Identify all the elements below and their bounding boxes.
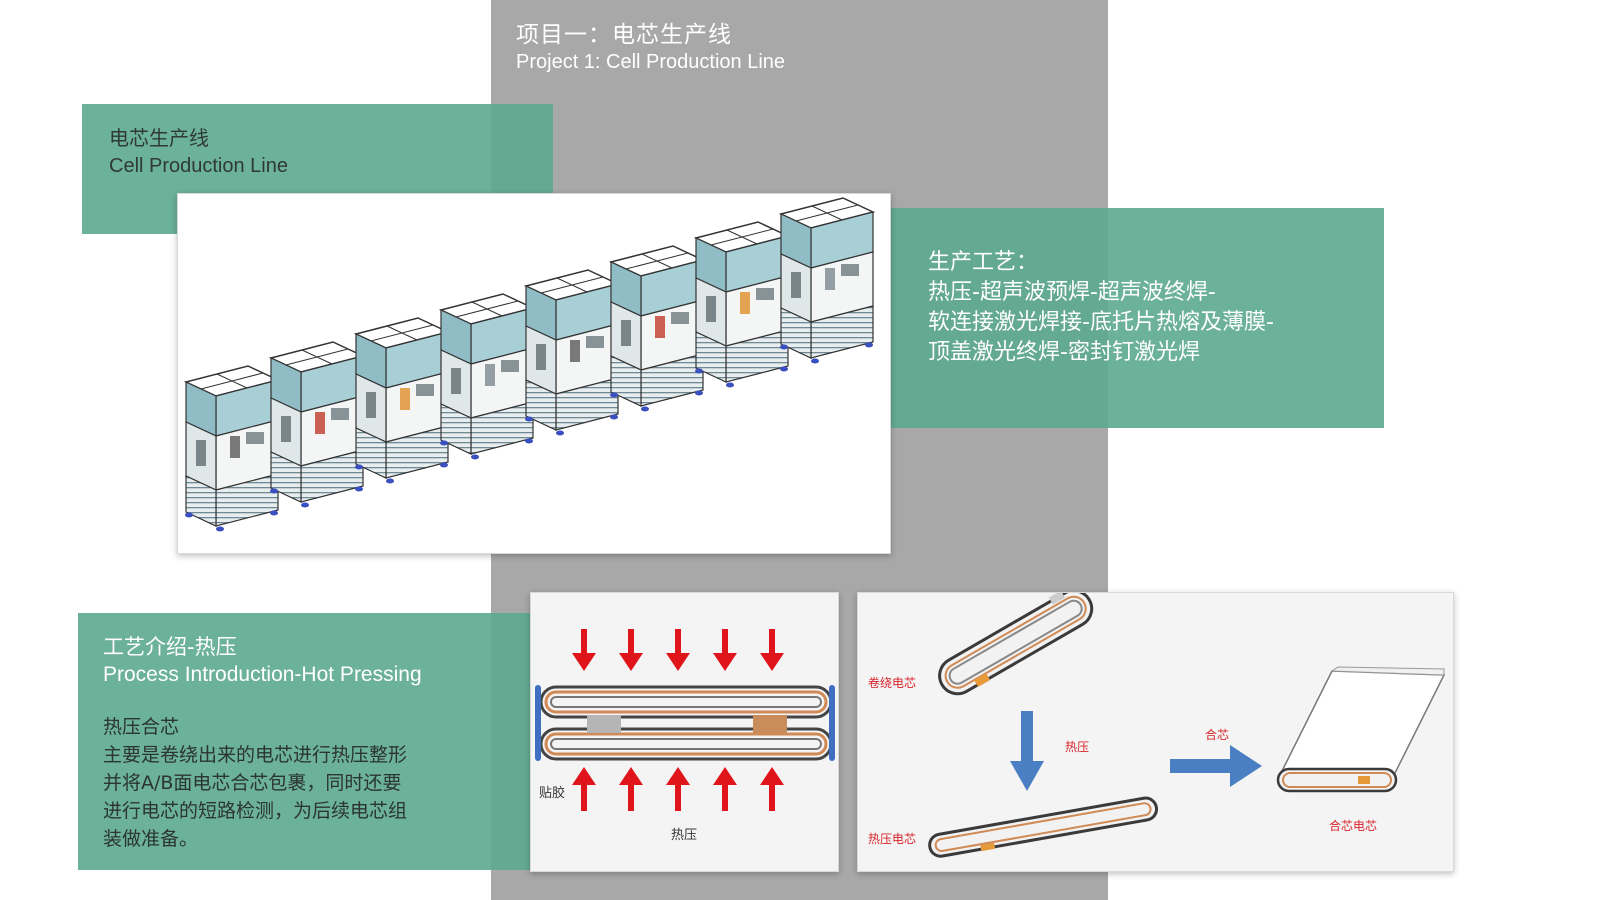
intro-line: 进行电芯的短路检测，为后续电芯组 — [103, 800, 408, 822]
machine-station — [693, 221, 791, 388]
project-title-en: Project 1: Cell Production Line — [516, 51, 786, 73]
cell-line-title-en: Cell Production Line — [109, 155, 288, 177]
pressed-cell-image — [928, 796, 1159, 858]
merge-label: 合芯 — [1205, 727, 1229, 742]
glue-label: 贴胶 — [539, 785, 565, 801]
wound-cell-label: 卷绕电芯 — [868, 675, 916, 690]
merged-cell-image — [1276, 666, 1446, 793]
intro-line: 主要是卷绕出来的电芯进行热压整形 — [103, 744, 408, 766]
wound-cell-image — [938, 589, 1094, 696]
merged-cell-label: 合芯电芯 — [1329, 818, 1377, 833]
production-process-panel: 生产工艺： 热压-超声波预焊-超声波终焊- 软连接激光焊接-底托片热熔及薄膜- … — [888, 208, 1384, 428]
intro-line: 装做准备。 — [103, 828, 199, 850]
cell-layers — [535, 685, 835, 761]
machine-station — [268, 341, 366, 508]
machine-station — [523, 269, 621, 436]
right-arrow-icon — [1170, 745, 1262, 787]
machine-station — [183, 365, 281, 532]
intro-body: 热压合芯 主要是卷绕出来的电芯进行热压整形 并将A/B面电芯合芯包裹，同时还要 … — [103, 713, 523, 853]
project-title: 项目一：电芯生产线 Project 1: Cell Production Lin… — [516, 20, 785, 74]
intro-line: 并将A/B面电芯合芯包裹，同时还要 — [103, 772, 402, 794]
machine-station — [438, 293, 536, 460]
production-line-image — [177, 193, 891, 554]
down-arrow-icon — [760, 629, 784, 671]
machine-station — [608, 245, 706, 412]
machine-station — [353, 317, 451, 484]
pressed-cell-label: 热压电芯 — [868, 832, 916, 846]
up-arrow-icon — [572, 767, 596, 811]
merge-process-diagram: 卷绕电芯 热压 热压电芯 合芯 合芯电芯 — [857, 589, 1454, 872]
down-arrow-icon — [572, 629, 596, 671]
production-line-illustration — [183, 197, 876, 532]
intro-title-en: Process Introduction-Hot Pressing — [103, 663, 422, 686]
down-arrow-icon — [713, 629, 737, 671]
up-arrow-icon — [666, 767, 690, 811]
process-line: 热压-超声波预焊-超声波终焊- — [928, 280, 1216, 305]
process-heading: 生产工艺： — [928, 250, 1039, 275]
intro-subheading: 热压合芯 — [103, 716, 180, 738]
press-label: 热压 — [671, 828, 697, 843]
down-arrow-icon — [1010, 711, 1044, 791]
process-intro-panel: 工艺介绍-热压 Process Introduction-Hot Pressin… — [78, 613, 530, 870]
intro-title-zh: 工艺介绍-热压 — [103, 635, 237, 659]
up-arrow-icon — [760, 767, 784, 811]
process-line: 顶盖激光终焊-密封钉激光焊 — [928, 340, 1200, 365]
hot-press-label: 热压 — [1065, 740, 1089, 754]
up-arrow-icon — [619, 767, 643, 811]
hot-press-diagram: 贴胶 热压 — [530, 592, 839, 872]
up-arrow-icon — [713, 767, 737, 811]
project-title-zh: 项目一：电芯生产线 — [516, 22, 732, 48]
machine-station — [778, 197, 876, 364]
down-arrow-icon — [619, 629, 643, 671]
cell-line-title-zh: 电芯生产线 — [109, 126, 209, 150]
process-line: 软连接激光焊接-底托片热熔及薄膜- — [928, 310, 1274, 335]
down-arrow-icon — [666, 629, 690, 671]
